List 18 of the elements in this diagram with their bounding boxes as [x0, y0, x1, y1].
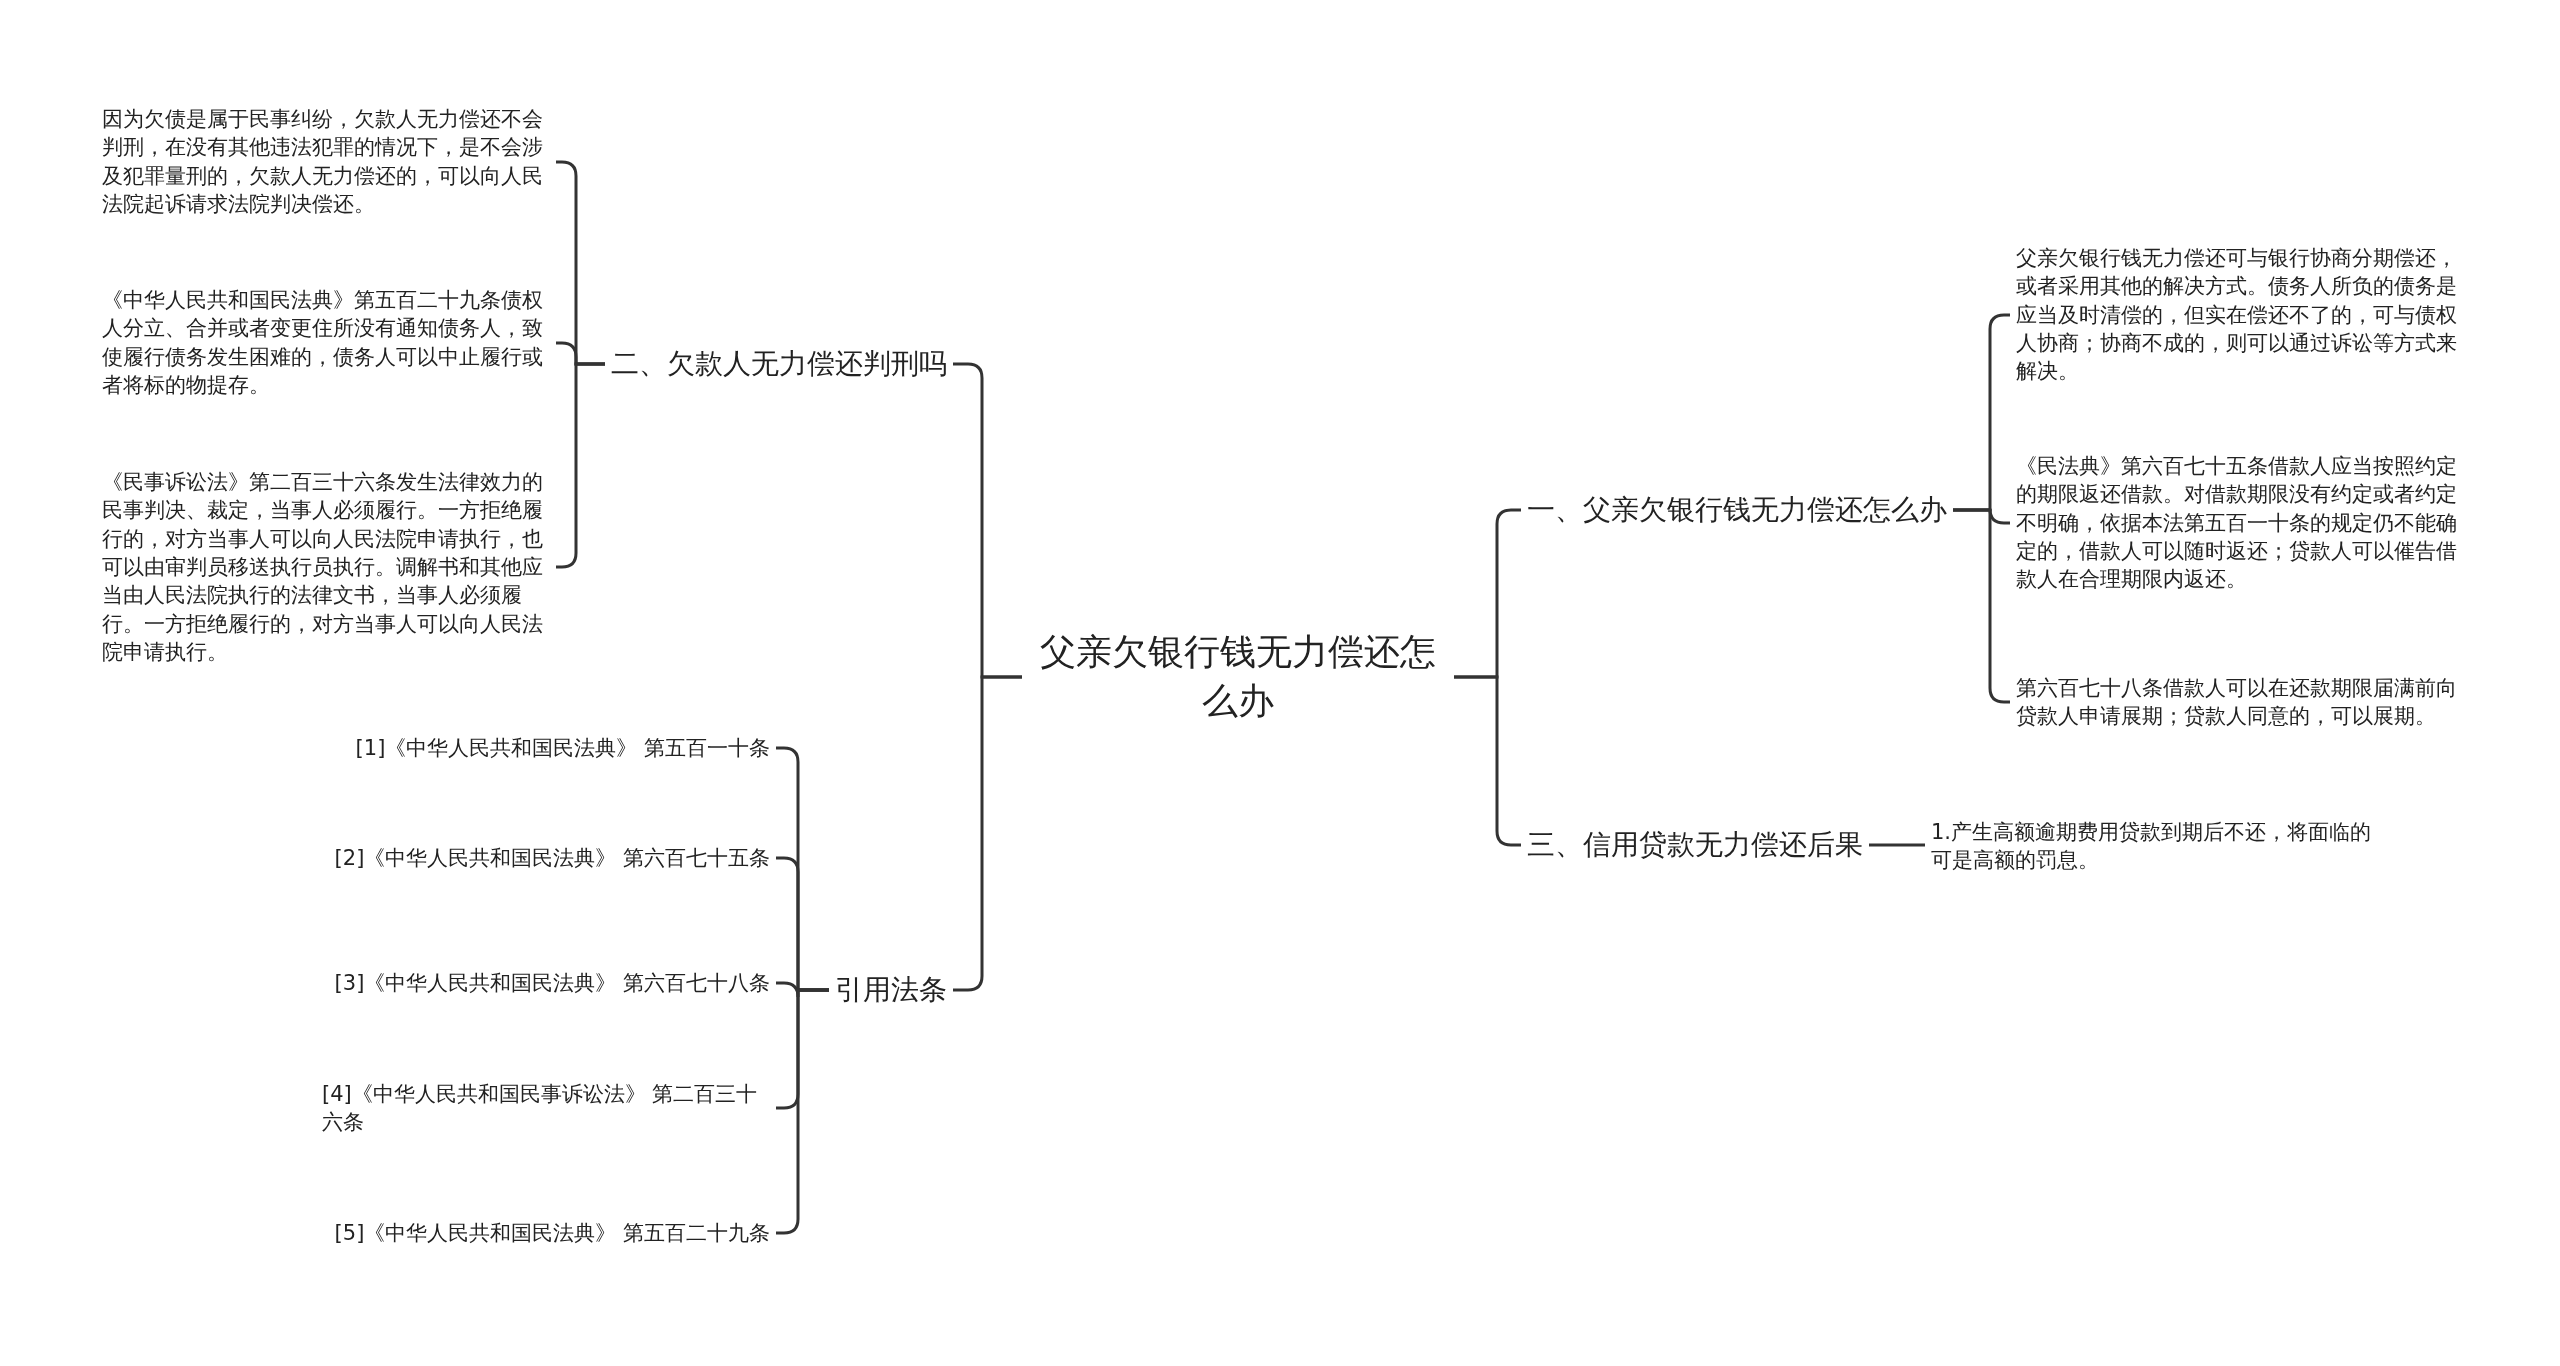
citation-text: [1]《中华人民共和国民法典》 第五百一十条 — [355, 733, 770, 763]
note-text: 第六百七十八条借款人可以在还款期限届满前向贷款人申请展期；贷款人同意的，可以展期。 — [2016, 673, 2466, 731]
branch-topic: 一、父亲欠银行钱无力偿还怎么办 — [1527, 491, 1947, 529]
citation-text: [4]《中华人民共和国民事诉讼法》 第二百三十六条 — [322, 1079, 770, 1137]
branch-topic: 二、欠款人无力偿还判刑吗 — [611, 345, 947, 383]
citation-text: [2]《中华人民共和国民法典》 第六百七十五条 — [334, 843, 770, 873]
note-text: 因为欠债是属于民事纠纷，欠款人无力偿还不会判刑，在没有其他违法犯罪的情况下，是不会涉及犯罪量刑的，欠款人无力偿还的，可以向人民法院起诉请求法院判决偿还。 — [102, 105, 550, 219]
root-topic: 父亲欠银行钱无力偿还怎么办 — [1028, 628, 1448, 726]
connector-line — [1869, 843, 1925, 847]
branch-topic: 引用法条 — [835, 971, 947, 1009]
note-text: 《民事诉讼法》第二百三十六条发生法律效力的民事判决、裁定，当事人必须履行。一方拒绝履行的，对方当事人可以向人民法院申请执行，也可以由审判员移送执行员执行。调解书和其他应当由人民法院执行的法律文书，当事人必须履行。一方拒绝履行的，对方当事人可以向人民法院申请执行。 — [102, 467, 550, 667]
citation-text: [3]《中华人民共和国民法典》 第六百七十八条 — [334, 968, 770, 998]
citation-text: [5]《中华人民共和国民法典》 第五百二十九条 — [334, 1218, 770, 1248]
note-text: 《中华人民共和国民法典》第五百二十九条债权人分立、合并或者变更住所没有通知债务人，致使履行债务发生困难的，债务人可以中止履行或者将标的物提存。 — [102, 286, 550, 400]
branch-topic: 三、信用贷款无力偿还后果 — [1527, 826, 1863, 864]
note-text: 父亲欠银行钱无力偿还可与银行协商分期偿还，或者采用其他的解决方式。债务人所负的债务是应当及时清偿的，但实在偿还不了的，可与债权人协商；协商不成的，则可以通过诉讼等方式来解决。 — [2016, 244, 2466, 386]
note-text: 《民法典》第六百七十五条借款人应当按照约定的期限返还借款。对借款期限没有约定或者约定不明确，依据本法第五百一十条的规定仍不能确定的，借款人可以随时返还；贷款人可以催告借款人在合理期限内返还。 — [2016, 452, 2466, 594]
note-text: 1.产生高额逾期费用贷款到期后不还，将面临的可是高额的罚息。 — [1931, 817, 2376, 875]
